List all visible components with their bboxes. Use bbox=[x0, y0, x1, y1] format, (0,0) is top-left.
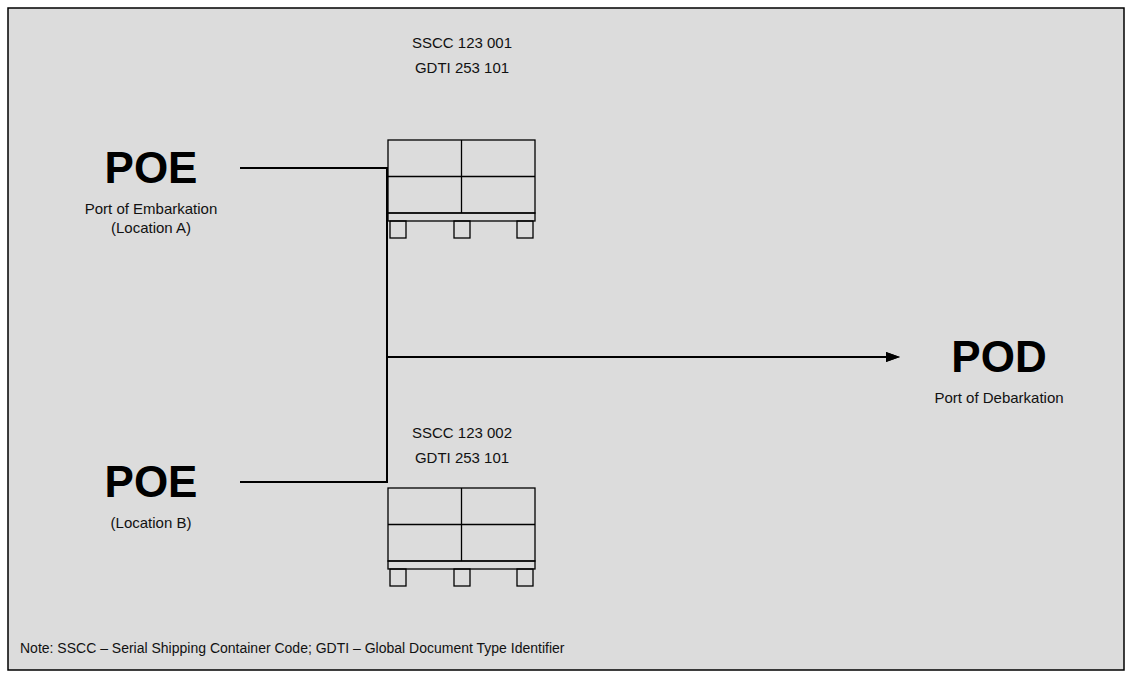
port-node: POE Port of Embarkation (Location A) bbox=[62, 146, 240, 238]
port-name: Port of Embarkation (Location A) bbox=[62, 200, 240, 238]
port-node: POD Port of Debarkation bbox=[900, 335, 1098, 408]
pallet-illustration bbox=[388, 488, 535, 586]
port-name: (Location B) bbox=[62, 514, 240, 533]
flow-connector bbox=[240, 352, 900, 482]
port-node: POE (Location B) bbox=[62, 460, 240, 533]
frame bbox=[8, 8, 1124, 670]
pallet-code: GDTI 253 101 bbox=[388, 449, 536, 467]
pallet-code: SSCC 123 001 bbox=[388, 34, 536, 52]
note-text: Note: SSCC – Serial Shipping Container C… bbox=[20, 640, 564, 657]
port-code: POE bbox=[62, 460, 240, 504]
pallet-code: GDTI 253 101 bbox=[388, 59, 536, 77]
port-name: Port of Debarkation bbox=[900, 389, 1098, 408]
arrow-head bbox=[886, 352, 900, 362]
port-code: POD bbox=[900, 335, 1098, 379]
flow-connector bbox=[240, 168, 900, 362]
pallet-illustration bbox=[388, 140, 535, 238]
arrow-head bbox=[886, 352, 900, 362]
connector-line bbox=[240, 357, 888, 482]
connector-line bbox=[240, 168, 888, 357]
port-code: POE bbox=[62, 146, 240, 190]
pallet-code: SSCC 123 002 bbox=[388, 424, 536, 442]
